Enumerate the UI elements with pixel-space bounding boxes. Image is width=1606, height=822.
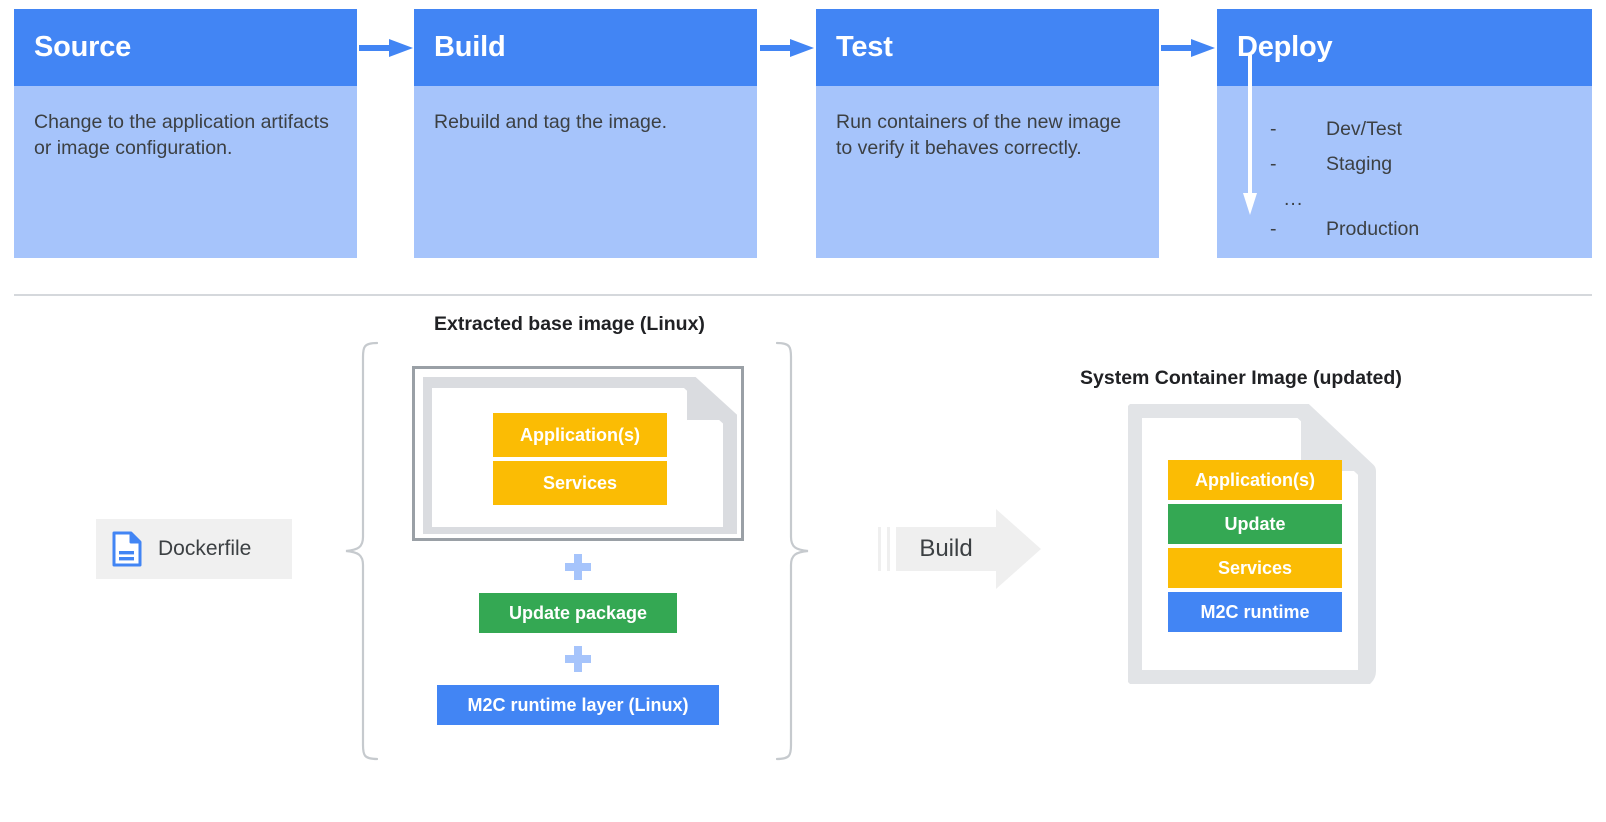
stage-title-source: Source xyxy=(14,9,357,86)
arrow-head-icon xyxy=(1243,193,1257,215)
list-item: - Dev/Test xyxy=(1270,116,1550,151)
layer-services: Services xyxy=(1168,548,1342,588)
deploy-progression-arrow-icon xyxy=(1243,55,1257,218)
list-item: - Staging xyxy=(1270,151,1550,186)
stage-body-build: Rebuild and tag the image. xyxy=(414,86,757,258)
result-image-layers: Application(s) Update Services M2C runti… xyxy=(1168,460,1342,632)
arrow-shaft xyxy=(760,45,794,51)
stage-title-deploy: Deploy xyxy=(1217,9,1592,86)
layer-m2c-runtime: M2C runtime xyxy=(1168,592,1342,632)
cicd-pipeline: Source Change to the application artifac… xyxy=(0,0,1606,262)
pipeline-stage-build: Build Rebuild and tag the image. xyxy=(414,9,757,258)
layer-update: Update xyxy=(1168,504,1342,544)
arrow-tick xyxy=(878,527,881,571)
deploy-environment-list: - Dev/Test - Staging ... - Production xyxy=(1270,116,1550,251)
left-brace xyxy=(344,341,378,761)
dockerfile-label: Dockerfile xyxy=(158,537,252,560)
arrow-shaft xyxy=(359,45,393,51)
pipeline-stage-source: Source Change to the application artifac… xyxy=(14,9,357,258)
list-item-label: Dev/Test xyxy=(1326,118,1402,140)
list-item-label: Production xyxy=(1326,218,1420,240)
left-stack-title: Extracted base image (Linux) xyxy=(434,313,705,335)
layer-m2c-runtime: M2C runtime layer (Linux) xyxy=(437,685,719,725)
base-image-stack: Application(s) Services Update package M… xyxy=(412,366,744,725)
stage-title-test: Test xyxy=(816,9,1159,86)
stage-body-deploy: - Dev/Test - Staging ... - Production xyxy=(1217,55,1592,258)
list-item-label: Staging xyxy=(1326,153,1393,175)
plus-icon xyxy=(565,646,591,672)
list-bullet: - xyxy=(1270,153,1277,175)
arrow-head-icon xyxy=(389,39,413,57)
layer-services: Services xyxy=(493,461,667,505)
base-image-layers: Application(s) Services xyxy=(493,413,667,505)
stage-title-build: Build xyxy=(414,9,757,86)
arrow-shaft xyxy=(896,527,996,571)
layer-applications: Application(s) xyxy=(1168,460,1342,500)
arrow-head-icon xyxy=(790,39,814,57)
arrow-head-icon xyxy=(1191,39,1215,57)
right-image-title: System Container Image (updated) xyxy=(1080,367,1402,389)
build-arrow-label: Build xyxy=(919,535,973,562)
arrow-build-to-test xyxy=(760,39,814,57)
layer-update-package: Update package xyxy=(479,593,677,633)
list-ellipsis: ... xyxy=(1284,188,1304,210)
stage-body-source: Change to the application artifacts or i… xyxy=(14,86,357,258)
result-container-image: Application(s) Update Services M2C runti… xyxy=(1128,404,1380,684)
extracted-base-image-frame: Application(s) Services xyxy=(412,366,744,543)
arrow-test-to-deploy xyxy=(1161,39,1215,57)
build-arrow: Build xyxy=(878,509,1043,589)
pipeline-stage-deploy: Deploy - Dev/Test - Staging ... - Produc… xyxy=(1217,9,1592,258)
list-bullet: - xyxy=(1270,218,1277,240)
image-build-diagram: Extracted base image (Linux) System Cont… xyxy=(0,294,1606,822)
arrow-shaft xyxy=(1248,55,1252,198)
section-divider xyxy=(14,294,1592,296)
stage-body-test: Run containers of the new image to verif… xyxy=(816,86,1159,258)
list-bullet: - xyxy=(1270,118,1277,140)
layer-applications: Application(s) xyxy=(493,413,667,457)
right-brace xyxy=(776,341,810,761)
pipeline-stage-test: Test Run containers of the new image to … xyxy=(816,9,1159,258)
plus-icon xyxy=(565,554,591,580)
arrow-source-to-build xyxy=(359,39,413,57)
dockerfile-chip[interactable]: Dockerfile xyxy=(96,519,292,579)
list-item: - Production xyxy=(1270,216,1550,251)
dockerfile-document-icon xyxy=(112,531,142,567)
arrow-shaft xyxy=(1161,45,1195,51)
arrow-head-icon xyxy=(996,509,1041,589)
arrow-tick xyxy=(887,527,890,571)
